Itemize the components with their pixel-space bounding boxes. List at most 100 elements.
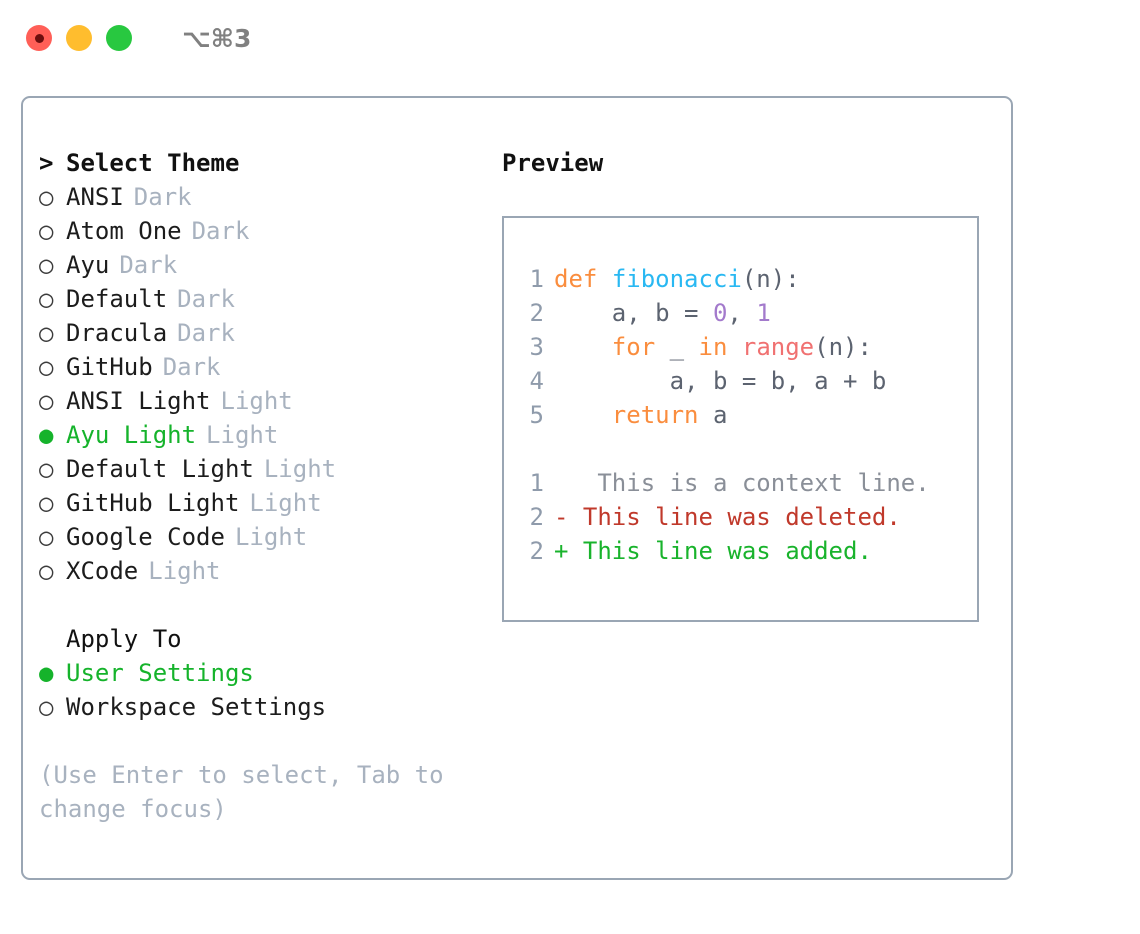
- theme-name: Ayu: [66, 251, 110, 279]
- theme-name: GitHub: [66, 353, 153, 381]
- theme-name: Ayu Light: [66, 421, 197, 449]
- theme-list-item[interactable]: ○ Default Dark: [39, 282, 479, 316]
- theme-list-item[interactable]: ○ Dracula Dark: [39, 316, 479, 350]
- theme-variant-badge: Light: [220, 387, 293, 415]
- code-line: 4 a, b = b, a + b: [516, 364, 976, 398]
- theme-name: Default: [66, 285, 168, 313]
- apply-to-item[interactable]: ○Workspace Settings: [39, 690, 479, 724]
- code-line-number: 3: [529, 333, 544, 361]
- diff-line-text: This line was deleted.: [568, 503, 901, 531]
- diff-line-number: 2: [529, 537, 544, 565]
- radio-unselected-icon: ○: [39, 523, 54, 551]
- theme-name: Google Code: [66, 523, 225, 551]
- diff-marker: [554, 466, 568, 500]
- code-line-number: 5: [529, 401, 544, 429]
- theme-variant-badge: Dark: [177, 285, 235, 313]
- theme-name: ANSI Light: [66, 387, 211, 415]
- maximize-button[interactable]: [106, 25, 132, 51]
- code-token: fibonacci: [611, 265, 742, 293]
- apply-to-item[interactable]: ● User Settings: [39, 656, 479, 690]
- code-token: [554, 401, 612, 429]
- code-token: a, b =: [554, 299, 713, 327]
- close-button[interactable]: [26, 25, 52, 51]
- code-line-text: for _ in range(n):: [554, 330, 872, 364]
- code-line-text: return a: [554, 398, 728, 432]
- code-token: return: [611, 401, 699, 429]
- theme-variant-badge: Dark: [133, 183, 192, 211]
- diff-line: 1 This is a context line.: [516, 466, 976, 500]
- code-token: [554, 333, 612, 361]
- select-theme-title: Select Theme: [66, 149, 240, 177]
- radio-unselected-icon: ○: [39, 353, 54, 381]
- code-token: for: [611, 333, 656, 361]
- code-token: (n):: [814, 333, 872, 361]
- preview-heading: Preview: [502, 149, 604, 177]
- diff-line: 2- This line was deleted.: [516, 500, 976, 534]
- diff-marker: +: [554, 537, 569, 565]
- theme-variant-badge: Light: [249, 489, 322, 517]
- window-controls: [26, 25, 132, 51]
- code-token: 1: [756, 299, 771, 327]
- theme-variant-badge: Dark: [191, 217, 250, 245]
- theme-name: Atom One: [66, 217, 182, 245]
- theme-list-item[interactable]: ● Ayu Light Light: [39, 418, 479, 452]
- theme-variant-badge: Light: [206, 421, 279, 449]
- window-titlebar: ⌥⌘3: [0, 0, 1140, 76]
- radio-unselected-icon: ○: [39, 183, 54, 211]
- code-token: ,: [727, 299, 757, 327]
- code-token: range: [741, 333, 815, 361]
- code-diff-spacer: [516, 432, 976, 466]
- radio-unselected-icon: ○: [39, 251, 54, 279]
- theme-list-item[interactable]: ○ ANSI Dark: [39, 180, 479, 214]
- code-token: (n):: [741, 265, 800, 293]
- code-token: [597, 265, 611, 293]
- code-line-number: 2: [529, 299, 544, 327]
- radio-unselected-icon: ○: [39, 557, 54, 585]
- apply-to-label: User Settings: [66, 659, 254, 687]
- window-title: ⌥⌘3: [182, 23, 252, 53]
- code-token: 0: [712, 299, 728, 327]
- code-line-text: a, b = b, a + b: [554, 364, 887, 398]
- keyboard-hint: (Use Enter to select, Tab to change focu…: [39, 761, 459, 823]
- apply-to-list: ● User Settings ○Workspace Settings: [39, 656, 479, 724]
- diff-line: 2 + This line was added.: [516, 534, 976, 568]
- diff-block: 1 This is a context line.2- This line wa…: [516, 466, 976, 568]
- radio-unselected-icon: ○: [39, 217, 54, 245]
- theme-variant-badge: Light: [263, 455, 337, 483]
- diff-marker: -: [554, 503, 569, 531]
- theme-name: ANSI: [66, 183, 124, 211]
- code-token: _: [655, 333, 699, 361]
- diff-line-number: 1: [529, 469, 544, 497]
- theme-variant-badge: Dark: [177, 319, 235, 347]
- diff-line-text: This is a context line.: [568, 469, 930, 497]
- code-token: in: [698, 333, 728, 361]
- theme-name: Dracula: [66, 319, 168, 347]
- radio-selected-icon: ●: [39, 659, 54, 687]
- radio-unselected-icon: ○: [39, 319, 54, 347]
- radio-selected-icon: ●: [39, 421, 54, 449]
- radio-unselected-icon: ○: [39, 285, 54, 313]
- theme-name: GitHub Light: [66, 489, 240, 517]
- code-token: a, b = b, a + b: [554, 367, 887, 395]
- minimize-button[interactable]: [66, 25, 92, 51]
- diff-line-text: This line was added.: [568, 537, 872, 565]
- caret-icon: >: [39, 149, 54, 177]
- theme-name: Default Light: [66, 455, 254, 483]
- select-theme-header: > Select Theme: [39, 146, 479, 180]
- theme-list-item[interactable]: ○ Atom One Dark: [39, 214, 479, 248]
- apply-to-title: Apply To: [66, 625, 182, 653]
- list-spacer: [39, 588, 479, 622]
